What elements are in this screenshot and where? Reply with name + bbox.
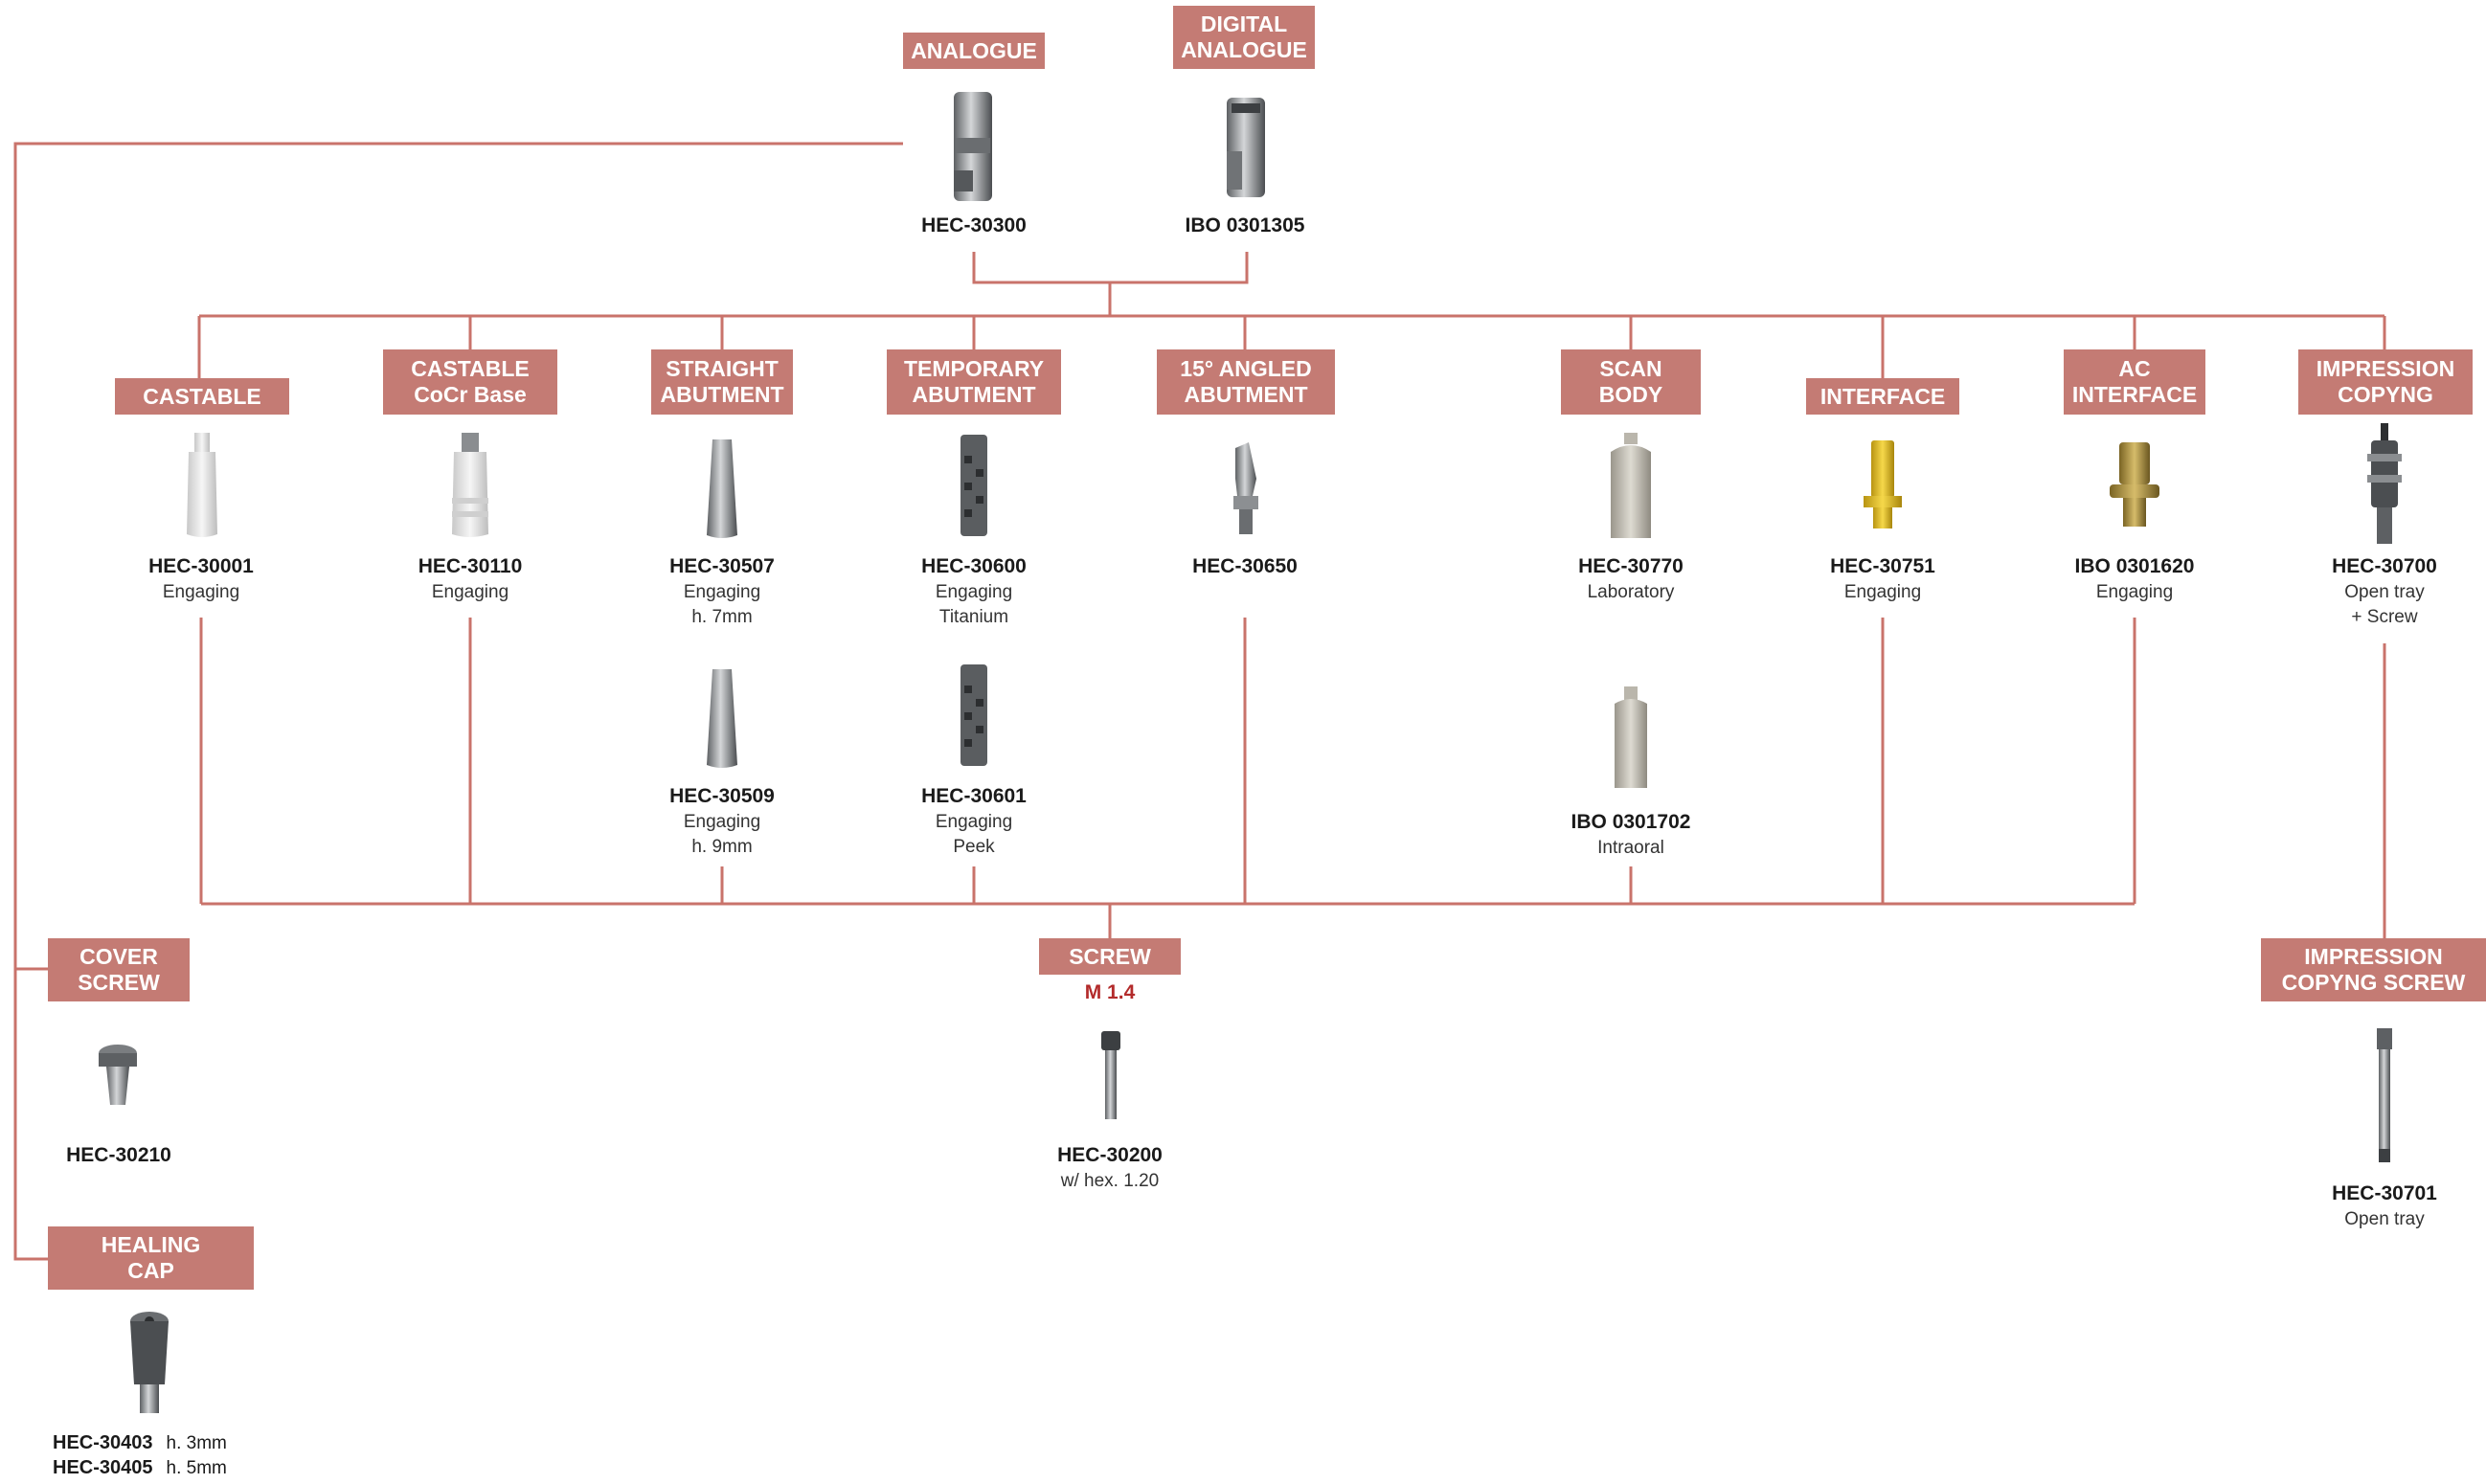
healing-cap-3mm-height: h. 3mm <box>166 1433 227 1453</box>
cover-screw-code: HEC-30210 <box>66 1144 171 1166</box>
straight-abutment-7mm-code: HEC-30507 <box>669 555 775 577</box>
straight-abutment-9mm-height: h. 9mm <box>691 837 753 857</box>
impression-copyng-screw-code: HEC-30701 <box>2332 1182 2437 1204</box>
ac-interface-image <box>2110 442 2159 527</box>
impression-copyng-image <box>2367 423 2402 544</box>
screw-desc: w/ hex. 1.20 <box>1060 1171 1160 1191</box>
impression-copyng-code: HEC-30700 <box>2332 555 2437 577</box>
impression-copyng-screw-desc: Open tray <box>2344 1209 2425 1229</box>
castable-cocr-image <box>452 433 488 537</box>
screw-label: SCREW <box>1039 938 1181 975</box>
healing-cap-5mm: HEC-30405 h. 5mm <box>53 1457 227 1479</box>
straight-abutment-9mm-code: HEC-30509 <box>669 785 775 807</box>
analogue-image <box>954 92 992 201</box>
temporary-abutment-peek-desc: Engaging <box>935 812 1013 832</box>
impression-copyng-screw-image <box>2377 1028 2392 1162</box>
scan-body-intraoral-desc: Intraoral <box>1597 838 1664 858</box>
temporary-abutment-peek-material: Peek <box>953 837 995 857</box>
temporary-abutment-peek-image <box>960 664 987 766</box>
ac-interface-code: IBO 0301620 <box>2074 555 2195 577</box>
scan-body-laboratory-desc: Laboratory <box>1587 582 1675 602</box>
digital-analogue-code: IBO 0301305 <box>1185 214 1305 236</box>
interface-image <box>1864 440 1902 528</box>
castable-code: HEC-30001 <box>148 555 254 577</box>
healing-cap-5mm-code: HEC-30405 <box>53 1457 153 1478</box>
interface-label: INTERFACE <box>1806 378 1959 415</box>
analogue-code: HEC-30300 <box>921 214 1027 236</box>
castable-cocr-code: HEC-30110 <box>418 555 523 577</box>
temporary-abutment-titanium-image <box>960 435 987 536</box>
temporary-abutment-titanium-desc: Engaging <box>935 582 1013 602</box>
digital-analogue-image <box>1227 98 1265 197</box>
scan-body-laboratory-code: HEC-30770 <box>1578 555 1684 577</box>
straight-abutment-7mm-desc: Engaging <box>683 582 761 602</box>
temporary-abutment-peek-code: HEC-30601 <box>921 785 1027 807</box>
straight-abutment-9mm-image <box>707 669 737 768</box>
healing-cap-5mm-height: h. 5mm <box>166 1458 227 1478</box>
scan-body-intraoral-code: IBO 0301702 <box>1571 811 1691 833</box>
scan-body-intraoral-image <box>1615 686 1647 788</box>
castable-desc: Engaging <box>162 582 240 602</box>
healing-cap-3mm: HEC-30403 h. 3mm <box>53 1432 227 1454</box>
healing-cap-image <box>130 1312 169 1413</box>
castable-image <box>187 433 217 537</box>
screw-code: HEC-30200 <box>1057 1144 1163 1166</box>
straight-abutment-9mm-desc: Engaging <box>683 812 761 832</box>
screw-image <box>1101 1031 1120 1119</box>
temporary-abutment-titanium-material: Titanium <box>938 607 1009 627</box>
screw-thread-size: M 1.4 <box>1084 981 1136 1003</box>
temporary-abutment-titanium-code: HEC-30600 <box>921 555 1027 577</box>
analogue-label: ANALOGUE <box>903 33 1045 69</box>
castable-label: CASTABLE <box>115 378 289 415</box>
impression-copyng-desc: Open tray <box>2344 582 2425 602</box>
angled-abutment-image <box>1233 442 1258 534</box>
straight-abutment-7mm-image <box>707 439 737 538</box>
interface-desc: Engaging <box>1843 582 1922 602</box>
interface-code: HEC-30751 <box>1830 555 1935 577</box>
impression-copyng-screw-note: + Screw <box>2351 607 2418 627</box>
angled-abutment-code: HEC-30650 <box>1192 555 1298 577</box>
cover-screw-image <box>99 1045 137 1105</box>
healing-cap-3mm-code: HEC-30403 <box>53 1432 153 1453</box>
scan-body-laboratory-image <box>1611 433 1651 538</box>
castable-cocr-desc: Engaging <box>431 582 509 602</box>
ac-interface-desc: Engaging <box>2095 582 2174 602</box>
straight-abutment-7mm-height: h. 7mm <box>691 607 753 627</box>
